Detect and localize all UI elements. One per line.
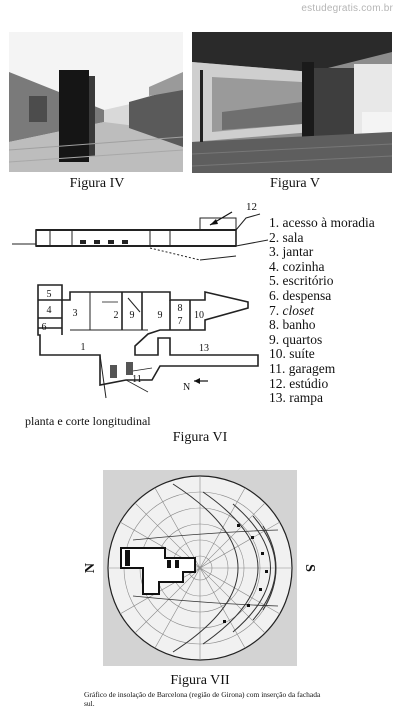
legend-item-number: 7. <box>269 302 280 318</box>
legend-item-number: 5. <box>269 273 280 289</box>
legend-item-number: 13. <box>269 390 286 406</box>
photo-figure-iv <box>9 32 183 172</box>
legend-item: 1. acesso à moradia <box>269 215 375 231</box>
legend-item-number: 11. <box>269 360 286 376</box>
plan-room-2: 2 <box>114 310 119 321</box>
figure-v-caption: Figura V <box>270 176 320 191</box>
floor-plan-drawing: 5 4 6 3 1 2 9 9 8 7 10 13 11 N <box>37 284 259 399</box>
legend-item-label: jantar <box>282 244 314 260</box>
legend-item: 2. sala <box>269 229 375 246</box>
legend-item: 11. garagem <box>269 360 375 377</box>
legend-item-label: suíte <box>289 346 315 362</box>
legend-item-label: acesso à moradia <box>282 215 375 230</box>
legend-item-label: garagem <box>288 360 336 376</box>
south-label-chart: S <box>301 564 317 572</box>
plan-caption-text: planta e corte longitudinal <box>25 414 151 428</box>
longitudinal-section-drawing: 12 <box>12 201 268 261</box>
plan-room-11: 11 <box>132 374 142 385</box>
legend-item: 8. banho <box>269 317 375 333</box>
legend-item: 13. rampa <box>269 390 375 406</box>
legend-item-label: estúdio <box>289 375 329 391</box>
legend-item: 12. estúdio <box>269 375 375 392</box>
photo-figure-v <box>192 32 392 173</box>
figure-vii-caption: Figura VII <box>170 673 230 688</box>
plan-room-9b: 9 <box>158 310 163 321</box>
legend-item-number: 10. <box>269 346 286 362</box>
legend-item: 10. suíte <box>269 347 375 362</box>
legend-item-number: 3. <box>269 244 280 260</box>
legend-item-label: banho <box>282 317 316 333</box>
north-label-chart: N <box>83 562 99 574</box>
legend-item: 5. escritório <box>269 274 375 289</box>
figure-vi-caption: Figura VI <box>172 430 228 445</box>
legend-item-number: 4. <box>269 258 280 274</box>
plan-room-5: 5 <box>47 289 52 300</box>
legend-item-number: 6. <box>269 287 280 303</box>
legend-item-number: 1. <box>269 215 280 230</box>
plan-room-3: 3 <box>73 308 78 319</box>
legend-item: 6. despensa <box>269 287 375 304</box>
legend-item-number: 12. <box>269 375 286 391</box>
legend-item-number: 8. <box>269 317 280 333</box>
legend-item-label: closet <box>282 302 315 318</box>
legend-item-label: sala <box>282 229 304 245</box>
legend-item: 9. quartos <box>269 331 375 348</box>
north-label-plan: N <box>183 382 190 393</box>
legend-item-label: quartos <box>282 331 323 347</box>
sun-path-chart <box>103 470 297 666</box>
plan-room-8: 8 <box>178 303 183 314</box>
legend-item: 3. jantar <box>269 244 375 260</box>
plan-room-1: 1 <box>81 342 86 353</box>
plan-room-10: 10 <box>194 310 204 321</box>
plan-room-7: 7 <box>178 316 183 327</box>
legend-item: 7. closet <box>269 302 375 319</box>
figure-iv-caption: Figura IV <box>69 176 125 191</box>
legend-item-number: 9. <box>269 331 280 347</box>
legend-item-label: cozinha <box>282 258 325 274</box>
plan-room-4: 4 <box>47 305 52 316</box>
legend-item-label: despensa <box>282 287 332 303</box>
legend-item: 4. cozinha <box>269 258 375 275</box>
legend-item-label: rampa <box>289 390 323 406</box>
plan-room-9a: 9 <box>130 310 135 321</box>
legend-item-label: escritório <box>282 273 334 289</box>
legend-item-number: 2. <box>269 229 280 245</box>
figure-vii-note: Gráfico de insolação de Barcelona (regiã… <box>84 690 321 708</box>
watermark: estudegratis.com.br <box>301 3 393 14</box>
plan-room-13: 13 <box>199 343 209 354</box>
section-label-12: 12 <box>246 201 257 213</box>
plan-room-6: 6 <box>42 322 47 333</box>
